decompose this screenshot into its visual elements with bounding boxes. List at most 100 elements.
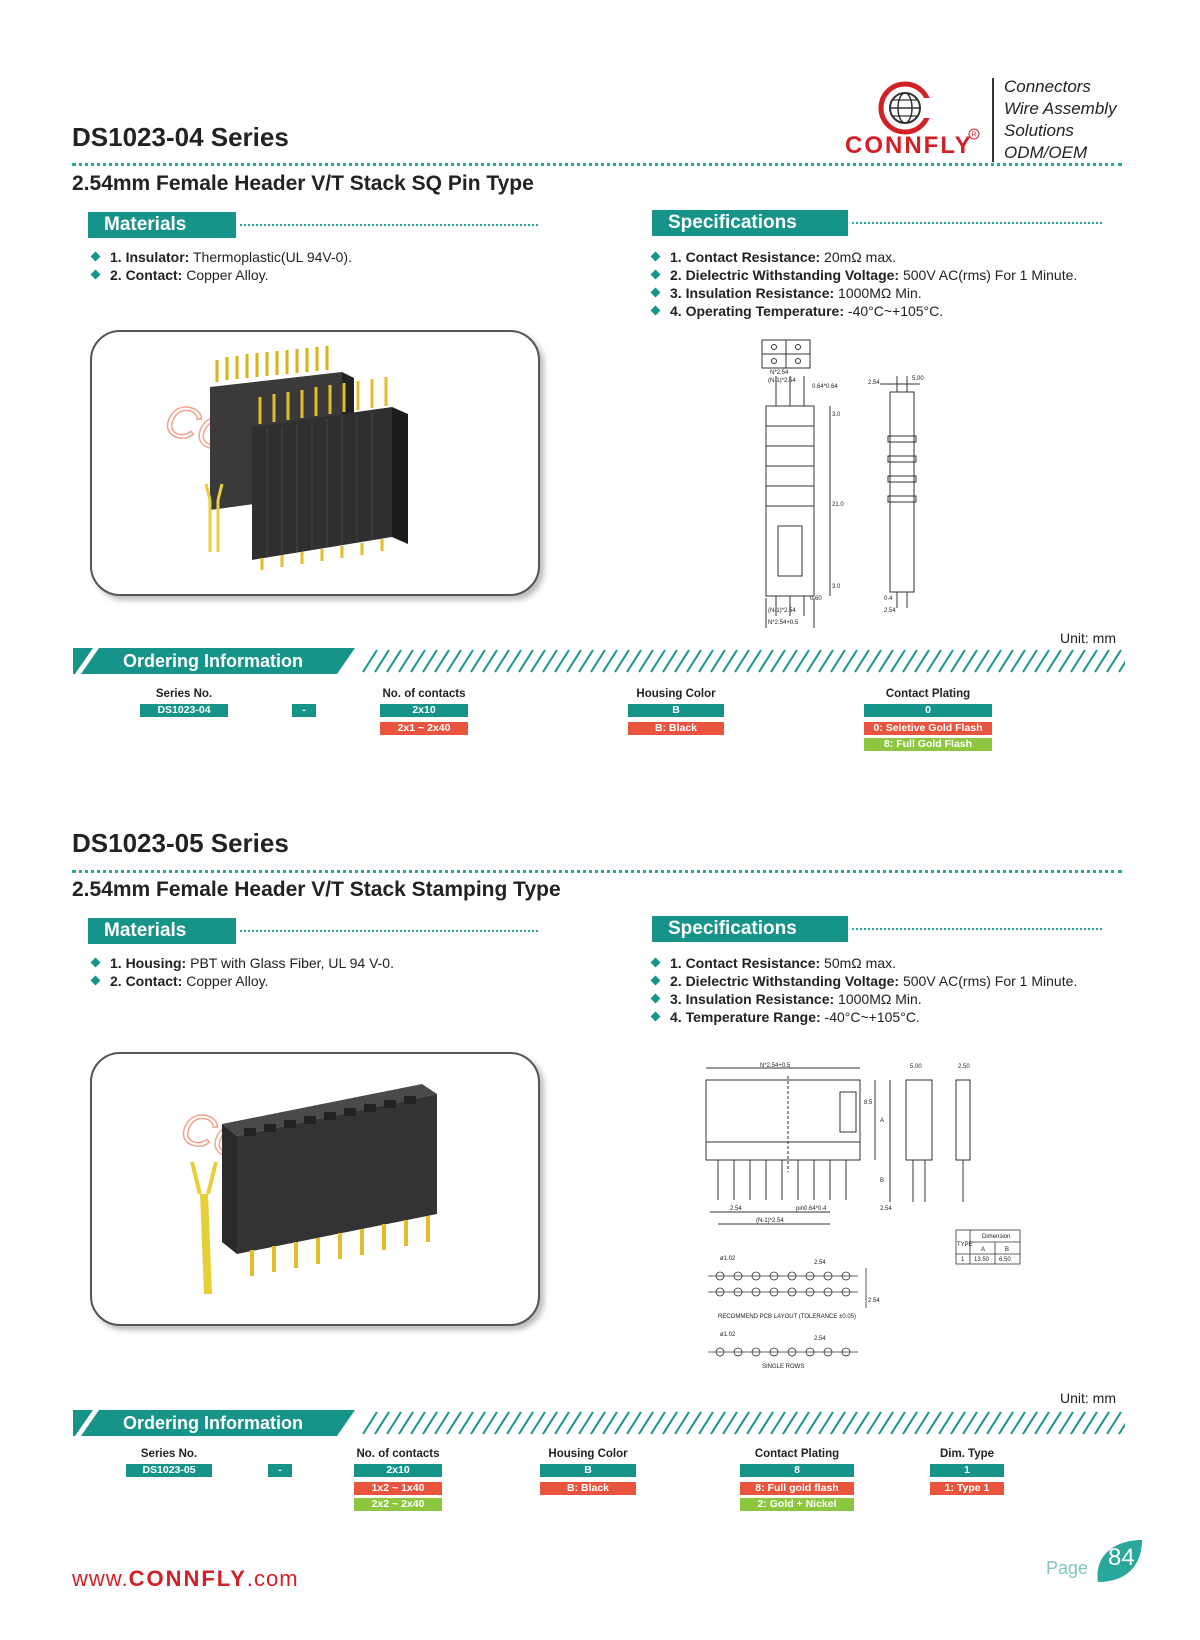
dim-label: 2.54 — [880, 1206, 892, 1212]
hatch-stripe — [1046, 649, 1062, 673]
specifications-heading-1: Specifications — [652, 210, 848, 236]
dim-label: 3.0 — [832, 584, 841, 590]
product-photo-1: CONNFLY — [90, 330, 540, 596]
dim-label: SINGLE ROWS — [762, 1364, 804, 1370]
hatch-stripe — [374, 649, 390, 673]
hatch-stripe — [1082, 1411, 1098, 1435]
dim-label: 3.0 — [832, 412, 841, 418]
ordering-stripe-2 — [73, 1410, 1134, 1436]
dim-label: RECOMMEND PCB LAYOUT (TOLERANCE ±0.05) — [718, 1314, 856, 1320]
logo-divider — [992, 78, 994, 162]
materials-divider-2 — [240, 930, 538, 932]
hatch-stripe — [482, 1411, 498, 1435]
drawing-svg-2: N*2.54+0.5 5.00 2.50 8.5 A B 2.54 pin0.6… — [705, 1063, 1021, 1370]
hatch-stripe — [674, 649, 690, 673]
table-header: B — [1005, 1247, 1009, 1253]
hatch-stripe — [602, 649, 618, 673]
hatch-stripe — [566, 649, 582, 673]
title-divider-1 — [72, 163, 1122, 166]
specifications-list-2: 1. Contact Resistance: 50mΩ max. 2. Diel… — [650, 954, 1077, 1026]
hatch-stripe — [542, 1411, 558, 1435]
materials-divider-1 — [240, 224, 538, 226]
list-item: 3. Insulation Resistance: 1000MΩ Min. — [650, 990, 1077, 1008]
hatch-stripe — [698, 649, 714, 673]
dim-label: (N-1)*2.54 — [756, 1218, 784, 1224]
hatch-stripe — [1070, 1411, 1086, 1435]
hatch-stripe — [650, 1411, 666, 1435]
stamping-header-illustration: CONNFLY — [174, 1084, 437, 1294]
hatch-stripe — [734, 1411, 750, 1435]
hatch-stripe — [1082, 649, 1098, 673]
hatch-stripe — [830, 1411, 846, 1435]
url-prefix: www. — [72, 1566, 129, 1591]
dim-label: 5.00 — [912, 376, 924, 382]
specifications-divider-2 — [852, 928, 1102, 930]
hatch-stripe — [410, 649, 426, 673]
hatch-stripe — [962, 1411, 978, 1435]
specifications-divider-1 — [852, 222, 1102, 224]
dim-type-label-2: Dim. Type — [939, 1448, 995, 1460]
hatch-stripe — [830, 649, 846, 673]
hatch-stripe — [818, 1411, 834, 1435]
hatch-stripe — [674, 1411, 690, 1435]
footer-url[interactable]: www.CONNFLY.com — [72, 1566, 299, 1592]
hatch-stripe — [386, 1411, 402, 1435]
dim-type-option-2: 1: Type 1 — [930, 1482, 1004, 1495]
url-suffix: .com — [246, 1566, 299, 1591]
hatch-stripe — [818, 649, 834, 673]
hatch-stripe — [662, 649, 678, 673]
hatch-stripe — [902, 649, 918, 673]
dim-label: 2.50 — [958, 1064, 970, 1070]
hatch-stripe — [890, 1411, 906, 1435]
hatch-stripe — [446, 1411, 462, 1435]
dim-label: B — [880, 1178, 884, 1184]
ordering-stripe-1 — [73, 648, 1134, 674]
hatch-stripe — [1058, 649, 1074, 673]
hatch-stripe — [1010, 1411, 1026, 1435]
drawing-svg-1: N*2.54 (N-1)*2.54 0.64*0.64 3.0 21.0 3.0… — [761, 339, 924, 628]
list-item: 4. Operating Temperature: -40°C~+105°C. — [650, 302, 1077, 320]
hatch-stripe — [494, 1411, 510, 1435]
hatch-stripe — [614, 649, 630, 673]
hatch-stripe — [998, 649, 1014, 673]
technical-drawing-1: N*2.54 (N-1)*2.54 0.64*0.64 3.0 21.0 3.0… — [740, 336, 980, 628]
hatch-stripe — [758, 649, 774, 673]
brand-taglines: Connectors Wire Assembly Solutions ODM/O… — [1004, 76, 1117, 164]
hatch-stripe — [362, 649, 378, 673]
list-item: 1. Insulator: Thermoplastic(UL 94V-0). — [90, 248, 352, 266]
hatch-stripe — [938, 649, 954, 673]
hatch-stripe — [722, 649, 738, 673]
dim-label: 2.54 — [814, 1336, 826, 1342]
hatch-stripe — [578, 1411, 594, 1435]
hatch-stripe — [746, 1411, 762, 1435]
brand-logo: R CONNFLY — [845, 78, 985, 159]
hatch-stripe — [758, 1411, 774, 1435]
hatch-stripe — [686, 1411, 702, 1435]
hatch-stripe — [398, 649, 414, 673]
page-number-badge: Page 84 — [1046, 1538, 1146, 1584]
table-header: A — [981, 1247, 985, 1253]
hatch-stripe — [506, 649, 522, 673]
hatch-stripe — [1070, 649, 1086, 673]
table-header: TYPE — [957, 1242, 973, 1248]
hatch-stripe — [362, 1411, 378, 1435]
hatch-stripe — [1094, 1411, 1110, 1435]
hatch-stripe — [458, 649, 474, 673]
hatch-stripe — [854, 649, 870, 673]
dim-type-value-2: 1 — [930, 1464, 1004, 1477]
housing-label-2: Housing Color — [548, 1448, 628, 1460]
housing-label-1: Housing Color — [636, 688, 716, 700]
hatch-stripe — [1022, 649, 1038, 673]
technical-drawing-2: N*2.54+0.5 5.00 2.50 8.5 A B 2.54 pin0.6… — [700, 1062, 1110, 1382]
svg-text:R: R — [972, 132, 977, 139]
dim-label: 21.0 — [832, 502, 844, 508]
connfly-globe-icon: R — [878, 81, 980, 140]
hatch-stripe — [710, 1411, 726, 1435]
series-no-label-1: Series No. — [155, 688, 213, 700]
hatch-stripe — [434, 1411, 450, 1435]
hatch-stripe — [890, 649, 906, 673]
hatch-stripe — [422, 649, 438, 673]
stack-header-illustration: CONNFLY — [158, 346, 408, 570]
contacts-range-1: 2x1 ~ 2x40 — [380, 722, 468, 735]
hatch-stripe — [590, 649, 606, 673]
